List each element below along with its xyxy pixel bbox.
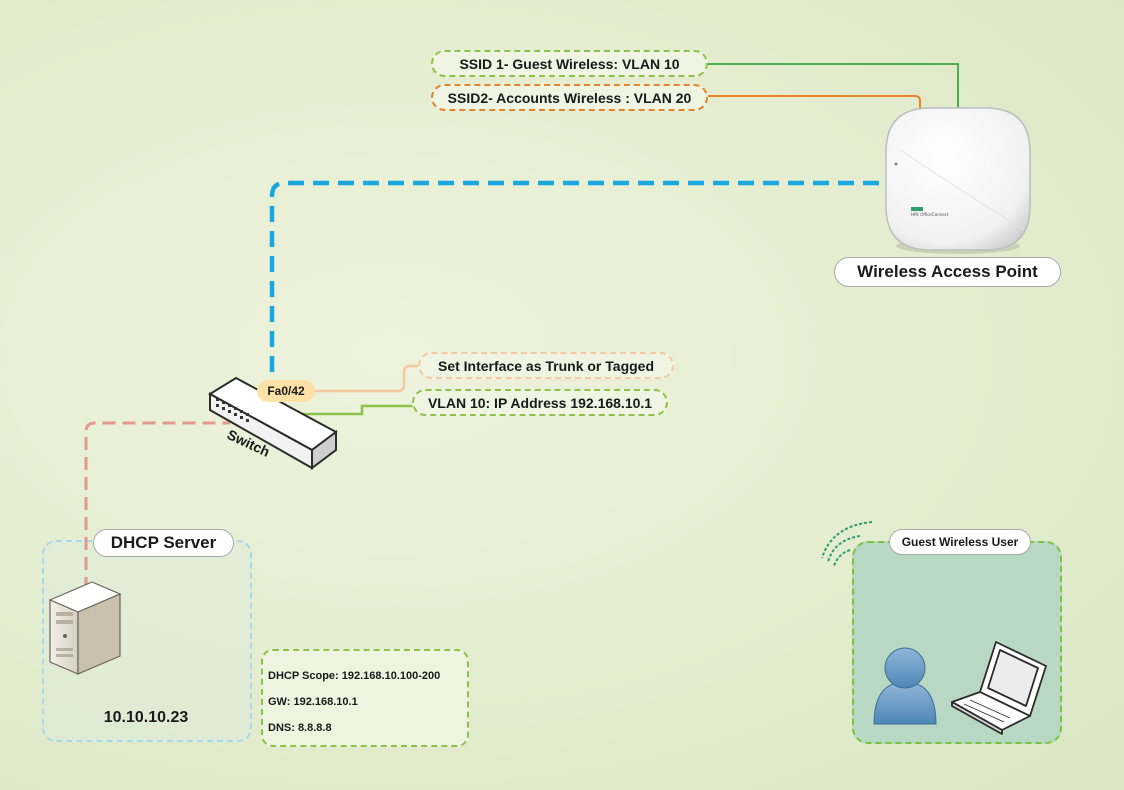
port-badge: Fa0/42	[257, 380, 315, 402]
port-label: Fa0/42	[267, 384, 305, 398]
dhcp-server-label: DHCP Server	[93, 529, 234, 557]
server-link	[84, 421, 230, 590]
dhcp-server-ip: 10.10.10.23	[103, 709, 189, 726]
laptop-icon	[951, 641, 1047, 735]
guest-user-label: Guest Wireless User	[889, 529, 1031, 555]
vlan-note-connector	[300, 404, 414, 416]
dhcp-scope-text: DHCP Scope: 192.168.10.100-200	[268, 670, 441, 682]
ssid-accounts-label: SSID2- Accounts Wireless : VLAN 20	[431, 84, 708, 111]
switch-icon	[208, 376, 338, 470]
ssid-guest-label: SSID 1- Guest Wireless: VLAN 10	[431, 50, 708, 77]
dhcp-gateway-text: GW: 192.168.10.1	[268, 696, 358, 708]
guest-ssid-link	[706, 63, 959, 110]
accounts-ssid-link	[706, 95, 921, 110]
trunk-note-label: Set Interface as Trunk or Tagged	[418, 352, 674, 379]
trunk-note-connector	[312, 364, 420, 393]
server-icon	[48, 581, 122, 675]
dhcp-info-box: DHCP Scope: 192.168.10.100-200 GW: 192.1…	[261, 649, 469, 747]
access-point-label: Wireless Access Point	[834, 257, 1061, 287]
dhcp-dns-text: DNS: 8.8.8.8	[268, 722, 332, 734]
wifi-signal-icon	[821, 521, 873, 567]
vlan-note-label: VLAN 10: IP Address 192.168.10.1	[412, 389, 668, 416]
ap-brand-text: HPE OfficeConnect	[911, 212, 949, 217]
user-icon	[873, 647, 937, 725]
access-point-icon: HPE OfficeConnect	[885, 107, 1031, 254]
trunk-link	[269, 180, 888, 372]
